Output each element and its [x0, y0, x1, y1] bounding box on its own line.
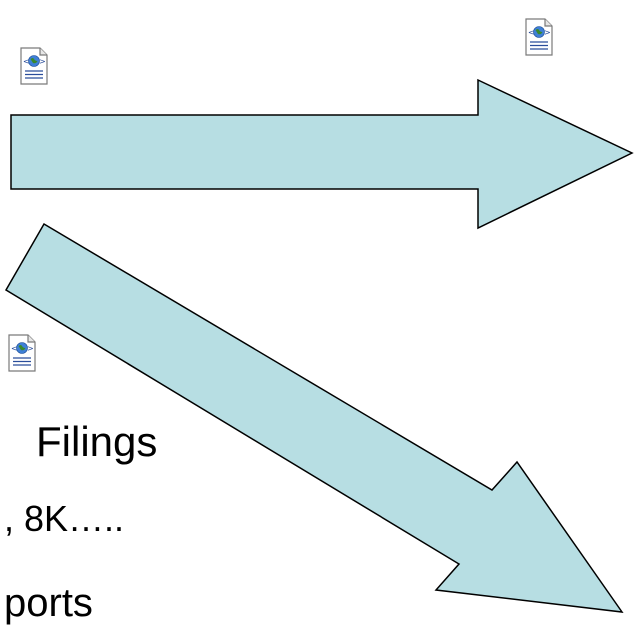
filings-text: Filings [36, 418, 158, 465]
svg-text:>: > [39, 57, 46, 66]
web-page-icon: < > [525, 18, 553, 56]
reports-text: ports [4, 581, 93, 625]
svg-text:<: < [23, 57, 30, 66]
diagonal-down-arrow [4, 222, 624, 613]
web-page-icon: < > [20, 47, 48, 85]
form-8k-text: , 8K….. [4, 498, 125, 539]
svg-text:>: > [544, 28, 551, 37]
svg-text:>: > [27, 344, 34, 353]
svg-text:<: < [528, 28, 535, 37]
web-page-icon: < > [8, 334, 36, 372]
svg-text:<: < [11, 344, 18, 353]
right-arrow [10, 78, 634, 230]
